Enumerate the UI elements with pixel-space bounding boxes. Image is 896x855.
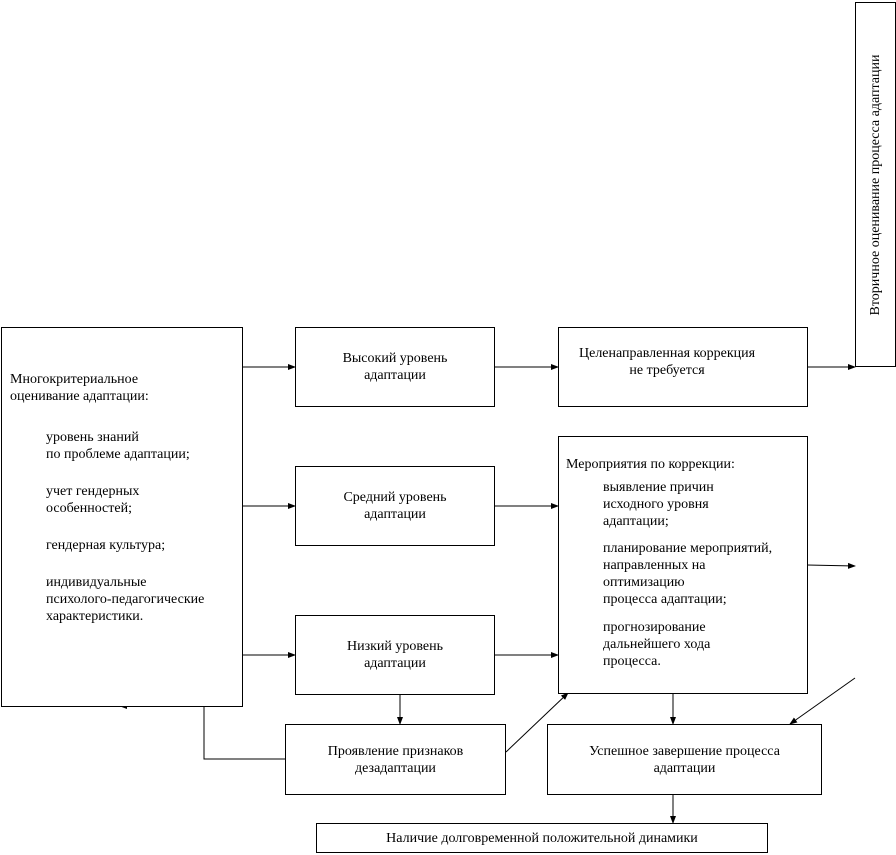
criteria-box: Многокритериальное оценивание адаптации:… xyxy=(1,327,243,707)
dynamics-label: Наличие долговременной положительной дин… xyxy=(386,830,698,846)
criteria-item4-line2: психолого-педагогические xyxy=(46,592,205,607)
secondary-assessment-label: Вторичное оценивание процесса адаптации xyxy=(867,54,883,315)
measures-heading: Мероприятия по коррекции: xyxy=(566,457,735,472)
arrow-secondary-to-success xyxy=(789,677,856,725)
arrow-maladaptation-to-measures xyxy=(505,692,569,753)
criteria-heading-line1: Многокритериальное xyxy=(10,372,139,387)
no-correction-box: Целенаправленная коррекция не требуется xyxy=(558,327,808,407)
measures-item2-line1: планирование мероприятий, xyxy=(603,541,773,556)
maladaptation-line2: дезадаптации xyxy=(355,760,436,776)
criteria-item2-line2: особенностей; xyxy=(46,501,132,516)
arrow-maladaptation-to-criteria xyxy=(119,703,285,760)
criteria-item4-line3: характеристики. xyxy=(46,609,144,624)
high-level-line2: адаптации xyxy=(364,368,426,383)
measures-item3-line2: дальнейшего хода xyxy=(603,637,711,652)
success-line2: адаптации xyxy=(653,760,716,776)
low-level-box: Низкий уровень адаптации xyxy=(295,615,495,695)
no-correction-line2: не требуется xyxy=(629,363,705,378)
measures-item3-line3: процесса. xyxy=(603,654,661,669)
success-line1: Успешное завершение процесса xyxy=(589,743,780,759)
measures-item2-line2: направленных на xyxy=(603,558,706,573)
correction-measures-box: Мероприятия по коррекции: выявление прич… xyxy=(558,436,808,694)
no-correction-line1: Целенаправленная коррекция xyxy=(579,346,756,361)
measures-item3-line1: прогнозирование xyxy=(603,620,706,635)
medium-level-box: Средний уровень адаптации xyxy=(295,466,495,546)
high-level-line1: Высокий уровень xyxy=(342,351,448,366)
maladaptation-line1: Проявление признаков xyxy=(327,743,464,759)
measures-item1-line2: исходного уровня xyxy=(603,497,709,512)
long-term-dynamics-box: Наличие долговременной положительной дин… xyxy=(316,823,768,853)
medium-level-line1: Средний уровень xyxy=(343,490,447,505)
low-level-line1: Низкий уровень xyxy=(346,639,444,654)
measures-item2-line3: оптимизацию xyxy=(603,575,685,590)
arrow-measures-to-secondary xyxy=(806,562,856,569)
maladaptation-box: Проявление признаков дезадаптации xyxy=(285,724,506,795)
criteria-item2-line1: учет гендерных xyxy=(46,484,140,499)
high-level-box: Высокий уровень адаптации xyxy=(295,327,495,407)
criteria-heading-line2: оценивание адаптации: xyxy=(10,389,149,404)
criteria-item1-line2: по проблеме адаптации; xyxy=(46,447,190,462)
measures-item1-line3: адаптации; xyxy=(603,514,669,529)
measures-item1-line1: выявление причин xyxy=(603,480,714,495)
measures-item2-line4: процесса адаптации; xyxy=(603,592,727,607)
criteria-item4-line1: индивидуальные xyxy=(46,575,147,590)
secondary-assessment-box: Вторичное оценивание процесса адаптации xyxy=(855,2,896,367)
medium-level-line2: адаптации xyxy=(364,507,426,522)
criteria-item3-line1: гендерная культура; xyxy=(46,538,166,553)
criteria-item1-line1: уровень знаний xyxy=(46,430,139,445)
success-box: Успешное завершение процесса адаптации xyxy=(547,724,822,795)
low-level-line2: адаптации xyxy=(364,656,426,671)
